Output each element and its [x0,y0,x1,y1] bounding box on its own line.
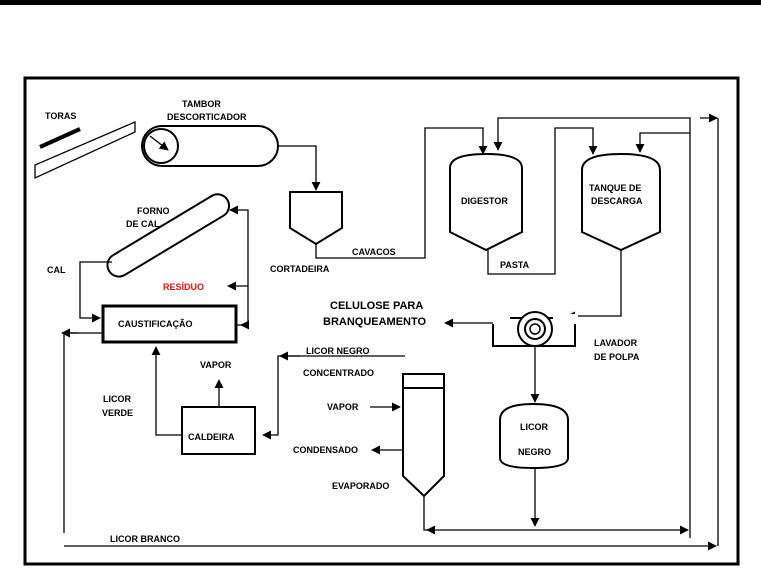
label-condensado: CONDENSADO [293,445,358,455]
debarking-drum [142,126,278,166]
label-celulose-1: CELULOSE PARA [330,300,423,312]
label-licor-negro-conc: LICOR NEGRO [306,346,370,356]
label-digestor: DIGESTOR [461,196,508,206]
label-celulose-2: BRANQUEAMENTO [323,316,427,328]
label-licor-tank: LICOR [520,422,548,432]
label-de-cal: DE CAL [126,219,160,229]
pulp-washer [490,312,578,346]
label-concentrado: CONCENTRADO [303,368,374,378]
label-tanque-1: TANQUE DE [589,183,641,193]
black-liquor-tank [500,404,568,468]
label-cavacos: CAVACOS [352,247,396,257]
label-licor-verde-2: VERDE [102,408,133,418]
label-lavador-1: LAVADOR [594,338,638,348]
label-evaporado: EVAPORADO [332,481,389,491]
boiler-caldeira [182,407,255,454]
label-vapor-caldeira: VAPOR [200,360,232,370]
label-vapor-evap: VAPOR [327,402,359,412]
label-licor-verde-1: LICOR [103,394,131,404]
label-residuo: RESÍDUO [163,282,204,292]
label-negro-tank: NEGRO [518,447,551,457]
label-descorticador: DESCORTICADOR [167,112,247,122]
label-toras: TORAS [45,111,76,121]
label-pasta: PASTA [500,260,530,270]
label-caustificacao: CAUSTIFICAÇÃO [118,319,193,329]
label-lavador-2: DE POLPA [594,352,640,362]
label-cal: CAL [47,265,66,275]
label-caldeira: CALDEIRA [188,432,235,442]
label-licor-branco: LICOR BRANCO [110,534,180,544]
label-tambor: TAMBOR [182,99,221,109]
label-tanque-2: DESCARGA [591,196,643,206]
label-forno: FORNO [137,206,170,216]
label-cortadeira: CORTADEIRA [270,264,330,274]
evaporator [403,374,444,496]
